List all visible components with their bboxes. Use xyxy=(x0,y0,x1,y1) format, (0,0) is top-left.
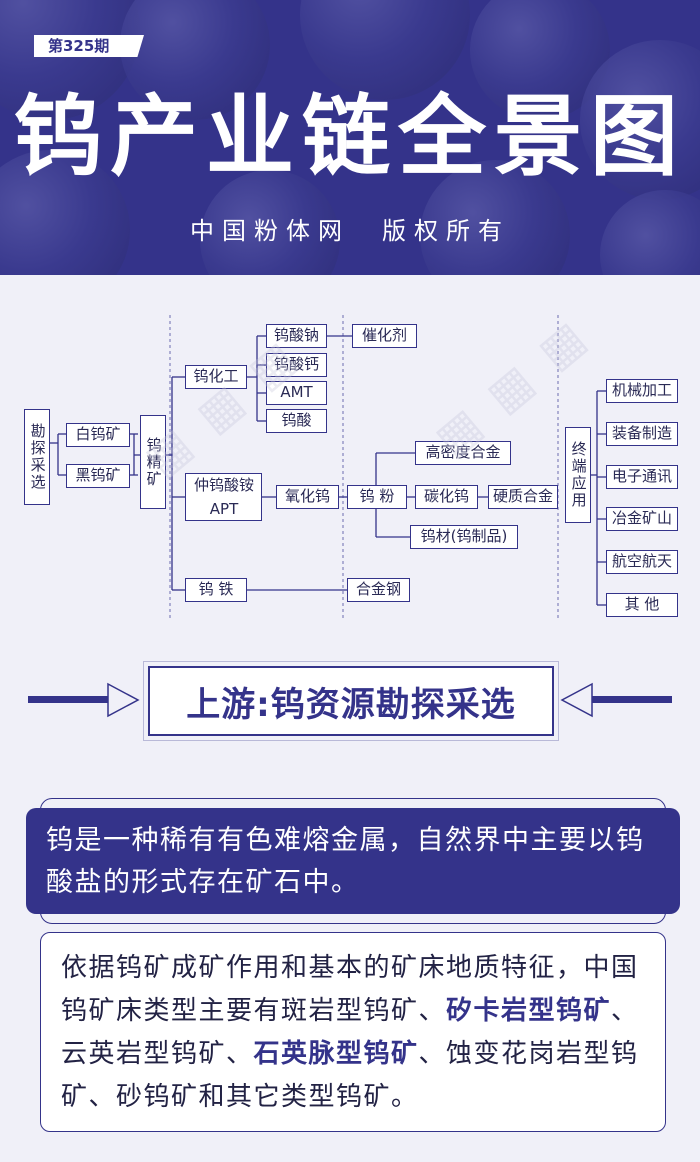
node-others: 其 他 xyxy=(606,593,678,617)
decor-cylinder xyxy=(580,40,700,200)
section-banner: 上游:钨资源勘探采选 xyxy=(0,662,700,742)
header-banner: 第325期 钨产业链全景图 中国粉体网 版权所有 xyxy=(0,0,700,275)
industry-chain-diagram: 勘探采选 白钨矿 黑钨矿 钨精矿 钨化工 钨酸钠 钨酸钙 AMT 钨酸 催化剂 … xyxy=(0,275,700,630)
connector-lines xyxy=(50,315,606,620)
deposit-types-card: 依据钨矿成矿作用和基本的矿床地质特征，中国钨矿床类型主要有斑岩型钨矿、矽卡岩型钨… xyxy=(40,932,666,1132)
node-aerospace: 航空航天 xyxy=(606,550,678,574)
node-ferrotungsten: 钨 铁 xyxy=(185,578,247,602)
banner-arrows xyxy=(28,682,672,718)
node-exploration: 勘探采选 xyxy=(24,409,50,505)
node-tungsten-carbide: 碳化钨 xyxy=(415,485,478,509)
intro-card: 钨是一种稀有有色难熔金属，自然界中主要以钨酸盐的形式存在矿石中。 xyxy=(26,808,680,914)
node-tungstic-acid: 钨酸 xyxy=(266,409,327,433)
section-title: 上游:钨资源勘探采选 xyxy=(148,666,554,736)
decor-cylinder xyxy=(120,0,270,120)
node-amt: AMT xyxy=(266,381,327,405)
deposit-text-3: 、蚀变花岗岩型钨矿、砂钨矿和其它类型钨矿。 xyxy=(61,1039,639,1112)
node-machining: 机械加工 xyxy=(606,379,678,403)
node-cemented-carbide: 硬质合金 xyxy=(488,485,558,509)
node-catalyst: 催化剂 xyxy=(352,324,417,348)
deposit-text-1: 依据钨矿成矿作用和基本的矿床地质特征，中国钨矿床类型主要有斑岩型钨矿、 xyxy=(61,953,639,1026)
page-title: 钨产业链全景图 xyxy=(13,85,686,188)
node-tungsten-powder: 钨 粉 xyxy=(347,485,407,509)
node-sodium-tungstate: 钨酸钠 xyxy=(266,324,327,348)
decor-cylinder xyxy=(420,160,570,275)
node-calcium-tungstate: 钨酸钙 xyxy=(266,353,327,377)
deposit-text-2: 、云英岩型钨矿、 xyxy=(61,996,639,1069)
node-tungsten-oxide: 氧化钨 xyxy=(276,485,339,509)
node-tungsten-products: 钨材(钨制品) xyxy=(410,525,518,549)
node-tungsten-concentrate: 钨精矿 xyxy=(140,415,166,509)
node-equipment-manufacturing: 装备制造 xyxy=(606,422,678,446)
node-electronics: 电子通讯 xyxy=(606,465,678,489)
node-wolframite: 黑钨矿 xyxy=(66,464,130,488)
node-metallurgy-mining: 冶金矿山 xyxy=(606,507,678,531)
copyright-subtitle: 中国粉体网 版权所有 xyxy=(190,217,510,245)
node-alloy-steel: 合金钢 xyxy=(347,578,410,602)
node-high-density-alloy: 高密度合金 xyxy=(415,441,511,465)
highlight-skarn: 矽卡岩型钨矿 xyxy=(446,996,612,1026)
node-end-use: 终端应用 xyxy=(565,427,591,523)
node-scheelite: 白钨矿 xyxy=(66,423,130,447)
issue-badge: 第325期 xyxy=(34,35,144,57)
decor-cylinder xyxy=(200,170,340,275)
node-tungsten-chemical: 钨化工 xyxy=(185,365,247,389)
node-apt: 仲钨酸铵 APT xyxy=(185,473,262,521)
highlight-quartz-vein: 石英脉型钨矿 xyxy=(253,1039,419,1069)
